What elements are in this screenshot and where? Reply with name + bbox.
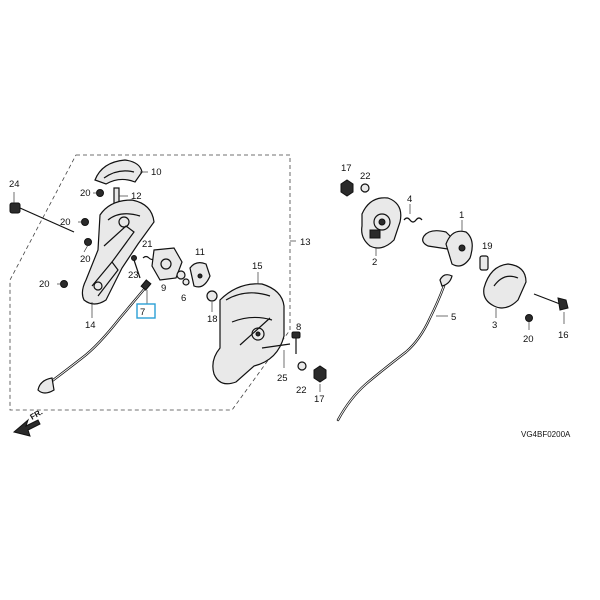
callout-24: 24: [9, 179, 20, 190]
callout-20: 20: [523, 334, 534, 345]
pin-19-part: [479, 255, 489, 271]
callout-20: 20: [60, 217, 71, 228]
callout-3: 3: [492, 320, 497, 331]
nut-17-top-part: [340, 179, 370, 197]
small-bolt-part: [131, 255, 141, 279]
assembly-boundary: [9, 154, 291, 411]
callout-1: 1: [459, 210, 464, 221]
callout-12: 12: [131, 191, 142, 202]
callout-25: 25: [277, 373, 288, 384]
callout-21: 21: [142, 239, 153, 250]
control-housing-part: [212, 272, 285, 385]
bracket-part: [151, 247, 183, 281]
callout-20: 20: [39, 279, 50, 290]
callout-14: 14: [85, 320, 96, 331]
callout-17: 17: [314, 394, 325, 405]
callout-15: 15: [252, 261, 263, 272]
diagram-code: VG4BF0200A: [521, 430, 571, 439]
shaft-part: [261, 343, 291, 368]
callout-9: 9: [161, 283, 166, 294]
callout-16: 16: [558, 330, 569, 341]
callout-5: 5: [451, 312, 456, 323]
callout-17: 17: [341, 163, 352, 174]
callout-23: 23: [128, 270, 139, 281]
callout-20: 20: [80, 254, 91, 265]
callout-13: 13: [300, 237, 311, 248]
spring-4-part: [403, 204, 423, 223]
callout-22: 22: [296, 385, 307, 396]
callout-6: 6: [181, 293, 186, 304]
handle-cover-part: [94, 159, 143, 185]
washer-18-part: [206, 290, 218, 312]
choke-lever-part: [422, 220, 473, 267]
long-bolt-16-part: [533, 293, 569, 324]
screw-part: [57, 189, 104, 288]
nut-17-part: [313, 365, 327, 392]
callout-19: 19: [482, 241, 493, 252]
callout-10: 10: [151, 167, 162, 178]
callout-7: 7: [140, 307, 145, 318]
bolt-8-part: [291, 331, 301, 354]
callout-2: 2: [372, 257, 377, 268]
choke-cable-part: [336, 274, 453, 422]
callout-highlight-box: [136, 303, 156, 319]
washer-part: [176, 270, 190, 286]
washer-22-part: [297, 361, 307, 371]
handle-lever-part: [81, 199, 155, 318]
choke-cover-part: [483, 263, 527, 318]
long-bolt-part: [9, 192, 75, 233]
callout-22: 22: [360, 171, 371, 182]
callout-8: 8: [296, 322, 301, 333]
screw-20-right-part: [525, 314, 533, 330]
drum-plate-part: [361, 197, 402, 256]
front-direction-arrow: FR.: [12, 407, 44, 437]
callout-4: 4: [407, 194, 412, 205]
callout-18: 18: [207, 314, 218, 325]
callout-11: 11: [195, 247, 205, 258]
throttle-cable-part: [37, 279, 152, 394]
callout-20: 20: [80, 188, 91, 199]
cam-part: [189, 262, 211, 288]
